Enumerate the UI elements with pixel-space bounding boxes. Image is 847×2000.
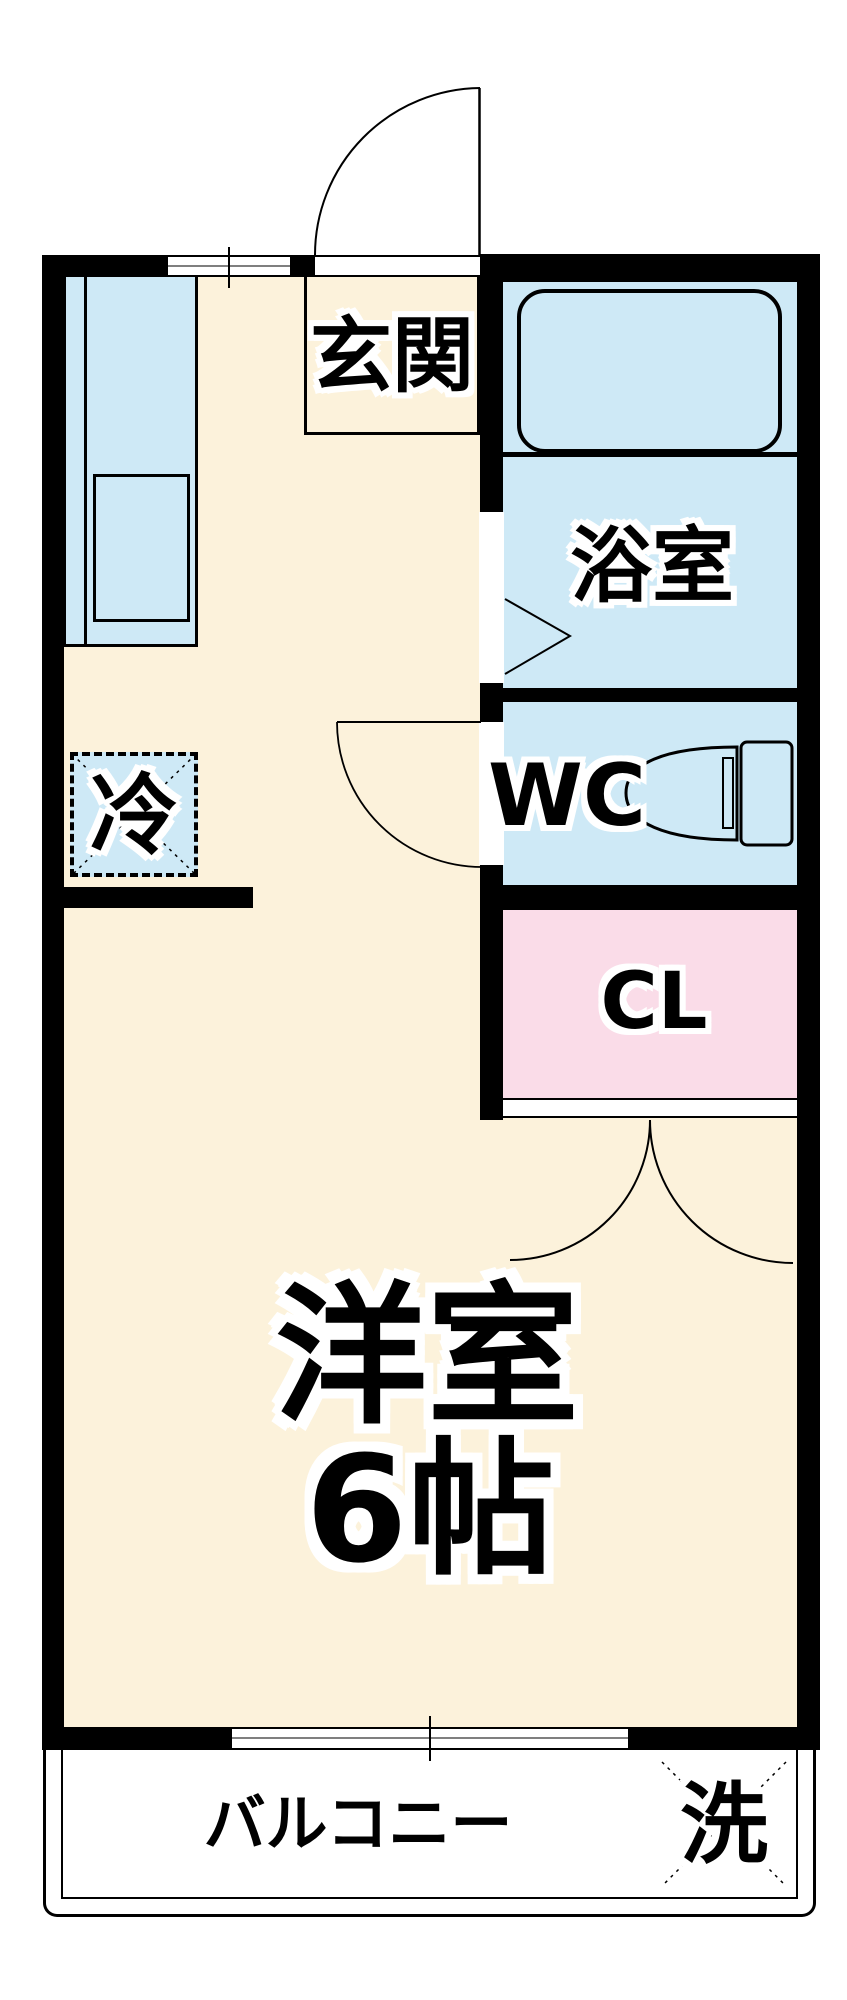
main-room-label: 洋室 bbox=[275, 1268, 579, 1445]
refrigerator-label: 冷 bbox=[89, 764, 179, 867]
wall-bottom-right bbox=[628, 1727, 820, 1750]
entrance-threshold bbox=[315, 255, 480, 277]
genkan-area bbox=[304, 277, 480, 435]
toilet-tank bbox=[739, 740, 794, 847]
wall-top-right bbox=[480, 254, 820, 282]
kitchen-counter bbox=[63, 277, 198, 647]
bath-door-opening bbox=[479, 512, 504, 683]
wall-bottom-left bbox=[42, 1727, 232, 1750]
bathroom-area bbox=[503, 277, 797, 688]
wall-interior-vertical-lower bbox=[480, 865, 503, 1120]
wall-bath-wc bbox=[503, 688, 820, 702]
wc-room bbox=[503, 702, 797, 885]
kitchen-counter-divider bbox=[84, 277, 87, 644]
entrance-door-arc bbox=[314, 87, 481, 256]
washer-label: 洗 bbox=[679, 1773, 769, 1876]
wc-label: WC bbox=[488, 746, 646, 846]
closet-label: CL bbox=[600, 957, 708, 1047]
wall-stub-kitchen bbox=[42, 887, 253, 908]
balcony-label: バルコニー bbox=[203, 1787, 513, 1860]
wall-top-left bbox=[42, 255, 168, 277]
closet-door-arc-left bbox=[509, 1119, 651, 1261]
bathroom-divider bbox=[503, 452, 797, 457]
main-room-size-label: 6帖 bbox=[305, 1424, 555, 1596]
closet-door-arc-right bbox=[649, 1119, 794, 1264]
wall-top-mid bbox=[290, 255, 315, 277]
wall-right bbox=[797, 254, 820, 1750]
wall-interior-vertical-mid bbox=[480, 683, 503, 722]
washer-cross-icon bbox=[661, 1761, 787, 1887]
bathroom-label: 浴室 bbox=[569, 519, 735, 614]
toilet-bowl bbox=[624, 745, 739, 842]
closet-room bbox=[503, 910, 797, 1098]
toilet-seat-detail bbox=[722, 757, 734, 829]
wc-door-opening bbox=[479, 722, 504, 865]
closet-threshold bbox=[503, 1098, 797, 1118]
wc-door-arc bbox=[336, 721, 483, 868]
wall-interior-vertical-upper bbox=[480, 277, 503, 512]
bathtub-icon bbox=[517, 289, 782, 453]
wall-left bbox=[42, 255, 64, 1750]
refrigerator-cross-icon bbox=[71, 753, 197, 876]
genkan-label: 玄関 bbox=[309, 309, 475, 404]
wall-wc-closet bbox=[503, 885, 820, 910]
bath-folding-door-icon bbox=[504, 598, 573, 675]
kitchen-sink bbox=[93, 474, 190, 622]
